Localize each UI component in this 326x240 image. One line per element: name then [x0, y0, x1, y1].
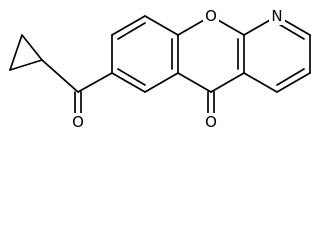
cyclopropyl-ring [9, 34, 43, 71]
pyridine-ring [243, 15, 311, 93]
ring-oxygen-label: O [205, 7, 217, 25]
acyl-oxygen-label: O [72, 113, 84, 131]
carbonyl-linker [41, 59, 113, 115]
atom-labels: O N O O [70, 7, 285, 131]
ring-nitrogen-label: N [271, 7, 282, 25]
chemical-structure-canvas: O N O O [9, 7, 311, 131]
molecule-drawing: O N O O [9, 7, 311, 131]
pyranone-ring [177, 15, 245, 115]
benzene-ring [111, 15, 179, 93]
ketone-oxygen-label: O [205, 113, 217, 131]
